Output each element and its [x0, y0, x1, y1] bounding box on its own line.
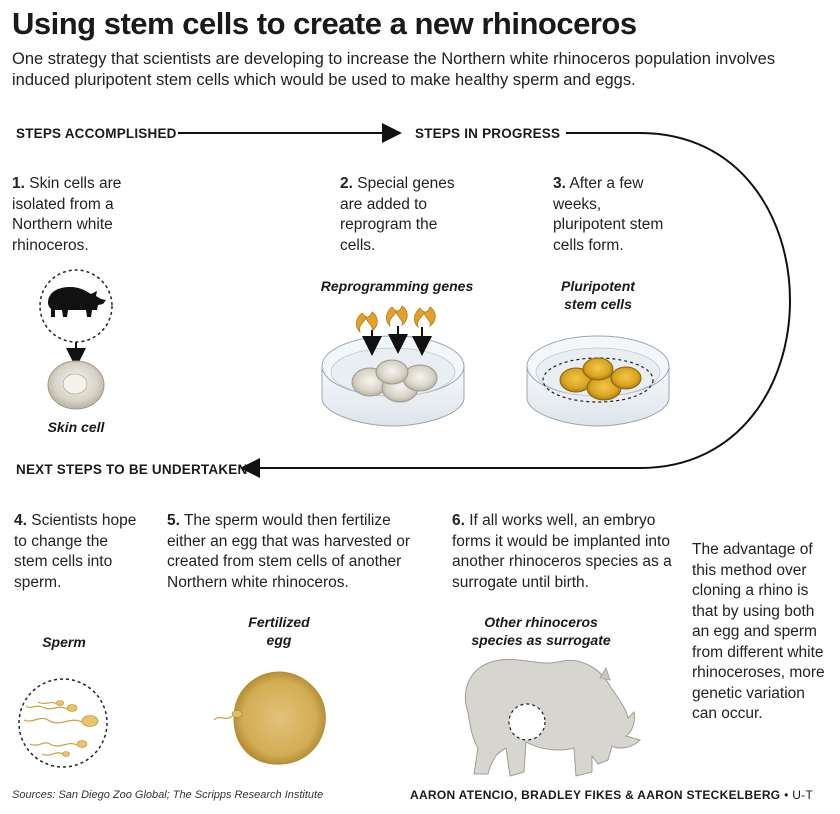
surrogate-rhino-icon — [464, 658, 641, 777]
caption-pluripotent-stem-cells: Pluripotent stem cells — [561, 278, 635, 312]
petri-dish-pluripotent — [526, 335, 670, 427]
rhino-silhouette-icon — [48, 287, 106, 317]
step-number: 6. — [452, 512, 465, 529]
caption-fertilized-egg: Fertilized egg — [248, 614, 310, 648]
step-text: The sperm would then fertilize either an… — [167, 512, 410, 591]
step-number: 5. — [167, 512, 180, 529]
step-1: 1. Skin cells are isolated from a Northe… — [12, 174, 132, 256]
step-number: 1. — [12, 175, 25, 192]
step-text: Scientists hope to change the stem cells… — [14, 512, 137, 591]
step-text: Special genes are added to reprogram the… — [340, 175, 455, 254]
step-number: 2. — [340, 175, 353, 192]
section-next-steps: NEXT STEPS TO BE UNDERTAKEN — [16, 462, 248, 477]
section-steps-accomplished: STEPS ACCOMPLISHED — [16, 126, 177, 141]
step-number: 4. — [14, 512, 27, 529]
caption-skin-cell: Skin cell — [47, 419, 105, 435]
page-subtitle: One strategy that scientists are develop… — [12, 50, 776, 89]
step-2: 2. Special genes are added to reprogram … — [340, 174, 470, 256]
credit-names: AARON ATENCIO, BRADLEY FIKES & AARON STE… — [410, 788, 781, 802]
petri-dish-reprogramming — [321, 335, 465, 427]
credit-suffix: • U-T — [784, 788, 814, 802]
curved-arrow — [240, 132, 791, 478]
step-3: 3. After a few weeks, pluripotent stem c… — [553, 174, 675, 256]
step-4: 4. Scientists hope to change the stem ce… — [14, 511, 144, 593]
step-number: 3. — [553, 175, 566, 192]
page-title: Using stem cells to create a new rhinoce… — [12, 6, 637, 41]
sources: Sources: San Diego Zoo Global; The Scrip… — [12, 789, 324, 801]
step-text: Skin cells are isolated from a Northern … — [12, 175, 122, 254]
caption-surrogate: Other rhinoceros species as surrogate — [471, 614, 611, 648]
caption-reprogramming-genes: Reprogramming genes — [320, 278, 474, 294]
fertilized-egg-icon — [213, 671, 326, 765]
step-text: After a few weeks, pluripotent stem cell… — [553, 175, 664, 254]
step-text: If all works well, an embryo forms it wo… — [452, 512, 672, 591]
step-5: 5. The sperm would then fertilize either… — [167, 511, 429, 593]
step-6: 6. If all works well, an embryo forms it… — [452, 511, 680, 593]
gene-icons — [356, 305, 436, 334]
sperm-icon — [18, 678, 108, 768]
credit-line: AARON ATENCIO, BRADLEY FIKES & AARON STE… — [410, 788, 813, 802]
caption-sperm: Sperm — [42, 634, 86, 650]
advantage-note: The advantage of this method over clonin… — [692, 541, 825, 722]
section-steps-in-progress: STEPS IN PROGRESS — [415, 126, 561, 141]
